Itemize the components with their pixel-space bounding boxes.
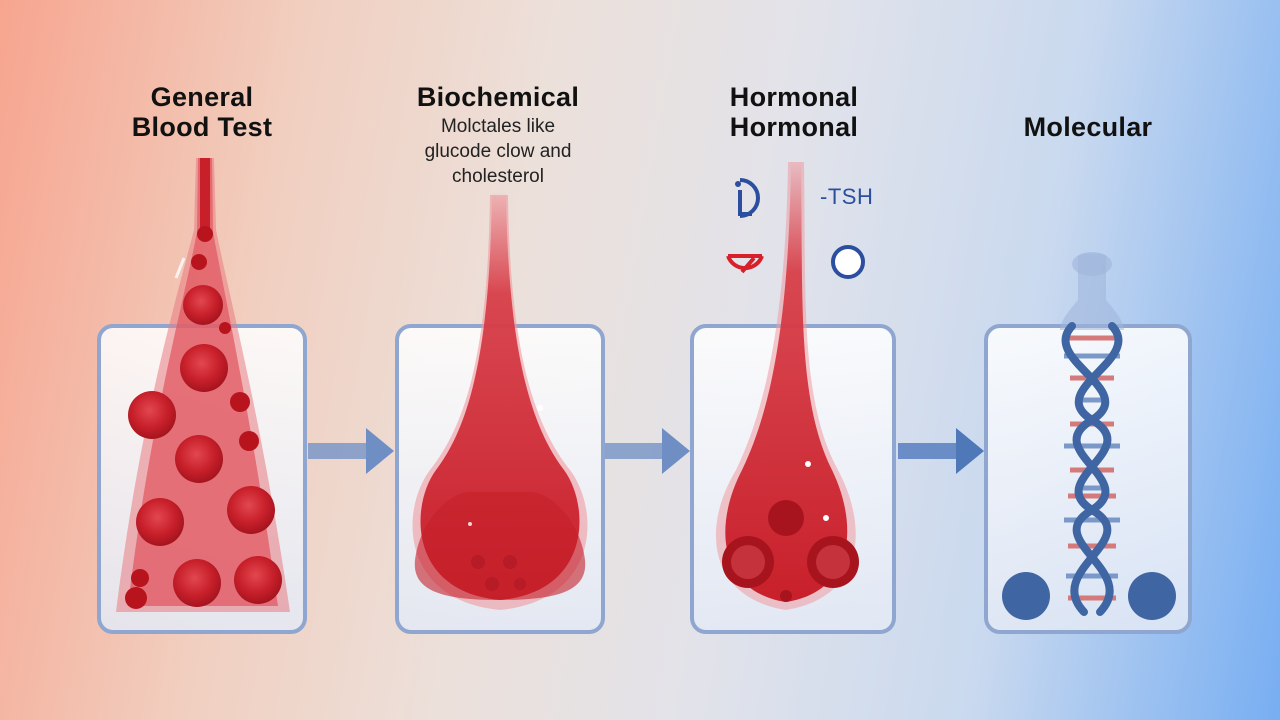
stage-panel-general (97, 158, 307, 634)
description-line: glucode clow and (424, 141, 572, 162)
description-line: cholesterol (452, 166, 544, 187)
stage-panel-molecular (984, 252, 1192, 634)
hormone-gauge-icon (726, 254, 764, 274)
stage-description-biochemical: Molctales like glucode clow and choleste… (378, 114, 618, 189)
flow-arrow (605, 428, 690, 474)
stage-title-biochemical: Biochemical (378, 82, 618, 112)
stage-title-hormonal: Hormonal Hormonal (684, 82, 904, 142)
stage-title-line: General (150, 82, 254, 112)
stage-panel-hormonal (690, 162, 896, 634)
stage-title-line: Biochemical (416, 82, 580, 112)
flow-arrow (898, 428, 984, 474)
stage-title-molecular: Molecular (978, 112, 1198, 142)
stage-title-line: Molecular (1023, 112, 1153, 142)
stage-panel-biochemical (395, 192, 605, 634)
hormone-clock-icon (735, 178, 760, 218)
tsh-label: -TSH (820, 184, 874, 209)
stage-title-line: Blood Test (131, 112, 273, 142)
stage-title-line: Hormonal (729, 112, 859, 142)
stage-title-line: Hormonal (729, 82, 859, 112)
hormone-circle-icon (831, 245, 865, 279)
stage-title-general: General Blood Test (92, 82, 312, 142)
flow-arrow (308, 428, 394, 474)
description-line: Molctales like (440, 116, 556, 137)
